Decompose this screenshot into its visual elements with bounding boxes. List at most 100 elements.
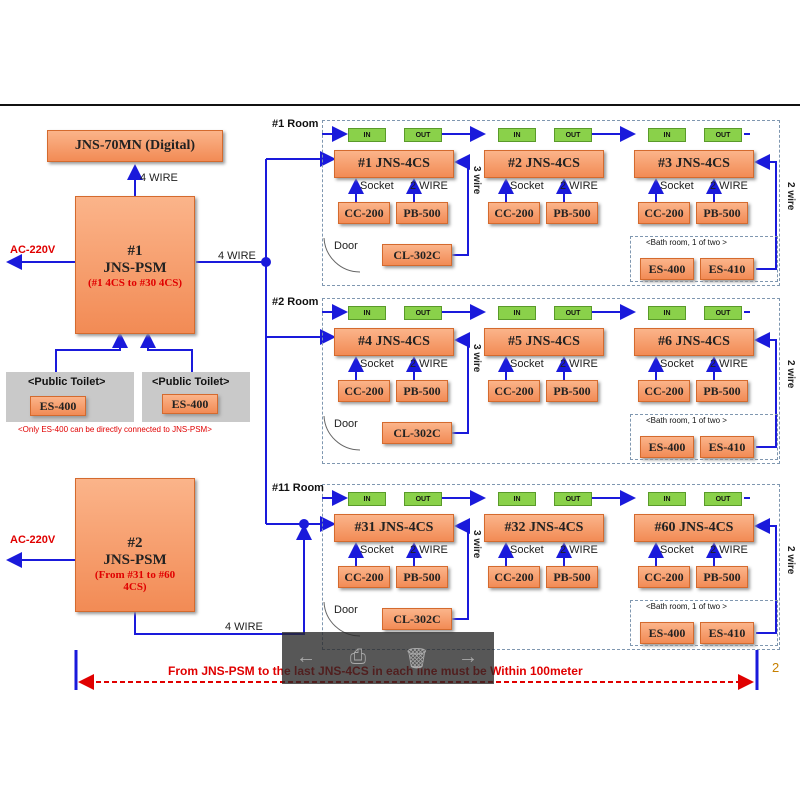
three-wire-label-2: 3 wire (471, 530, 482, 559)
socket-label-2-2: Socket (660, 544, 694, 556)
cl-302c-0: CL-302C (382, 244, 452, 266)
bath-wire-1 (754, 332, 777, 448)
psm-2-range-line2: 4CS) (123, 581, 147, 593)
in-tag-2-2: IN (648, 492, 686, 506)
es-400-1: ES-400 (640, 436, 694, 458)
save-icon[interactable]: ⎙ (350, 646, 366, 668)
out-tag-1-0: OUT (404, 306, 442, 320)
psm-2-title: #2 (127, 535, 143, 551)
two-wire-label-2-1: 2 WIRE (560, 544, 598, 556)
es-400-2: ES-400 (640, 622, 694, 644)
two-wire-label-0-1: 2 WIRE (560, 180, 598, 192)
public-toilet-label-2: <Public Toilet> (152, 376, 230, 388)
room-frame-1 (322, 298, 780, 464)
es-400-0: ES-400 (640, 258, 694, 280)
in-tag-2-0: IN (348, 492, 386, 506)
bath-label-0: <Bath room, 1 of two > (646, 238, 727, 247)
three-wire-label-0: 3 wire (471, 166, 482, 195)
public-toilet-es400-2: ES-400 (162, 394, 218, 414)
pb-500-0-1: PB-500 (546, 202, 598, 224)
bath-wire-0 (754, 154, 777, 270)
ac-label-1: AC-220V (10, 244, 56, 256)
pb-500-2-0: PB-500 (396, 566, 448, 588)
public-toilet-note: <Only ES-400 can be directly connected t… (18, 425, 212, 434)
psm-1-title: #1 (127, 243, 143, 259)
trash-icon[interactable]: 🗑 (404, 648, 430, 670)
jns-4cs-2-0: #31 JNS-4CS (334, 514, 454, 542)
back-arrow-icon[interactable]: ← (296, 646, 316, 668)
cl-302c-1: CL-302C (382, 422, 452, 444)
out-tag-2-0: OUT (404, 492, 442, 506)
cc-200-0-2: CC-200 (638, 202, 690, 224)
es-410-1: ES-410 (700, 436, 754, 458)
two-wire-label-1-2: 2 WIRE (710, 358, 748, 370)
bath-wire-2 (754, 518, 777, 634)
four-wire-label-psm2: 4 WIRE (225, 621, 263, 633)
out-tag-0-0: OUT (404, 128, 442, 142)
public-toilet-label-1: <Public Toilet> (28, 376, 106, 388)
in-tag-2-1: IN (498, 492, 536, 506)
socket-label-1-2: Socket (660, 358, 694, 370)
bath-frame-0 (630, 236, 778, 282)
psm-2-range-line1: (From #31 to #60 (94, 569, 176, 581)
cc-200-1-0: CC-200 (338, 380, 390, 402)
psm-1-range: (#1 4CS to #30 4CS) (87, 277, 183, 289)
jns-4cs-1-1: #5 JNS-4CS (484, 328, 604, 356)
socket-label-1-0: Socket (360, 358, 394, 370)
out-tag-2-2: OUT (704, 492, 742, 506)
pb-500-1-2: PB-500 (696, 380, 748, 402)
psm-1-name: JNS-PSM (103, 260, 167, 276)
cl-302c-2: CL-302C (382, 608, 452, 630)
pb-500-0-2: PB-500 (696, 202, 748, 224)
cc-200-2-0: CC-200 (338, 566, 390, 588)
image-viewer-toolbar: ← ⎙ 🗑 → (282, 632, 494, 684)
room-label-1: #2 Room (272, 296, 319, 308)
es-410-2: ES-410 (700, 622, 754, 644)
out-tag-0-1: OUT (554, 128, 592, 142)
socket-label-0-0: Socket (360, 180, 394, 192)
two-wire-label-1-1: 2 WIRE (560, 358, 598, 370)
two-wire-label-0-0: 2 WIRE (410, 180, 448, 192)
ac-label-2: AC-220V (10, 534, 56, 546)
socket-label-0-2: Socket (660, 180, 694, 192)
two-wire-v-label-2: 2 wire (785, 546, 796, 575)
two-wire-label-0-2: 2 WIRE (710, 180, 748, 192)
door-label-2: Door (334, 604, 358, 616)
pb-500-0-0: PB-500 (396, 202, 448, 224)
four-wire-label-top: 4 WIRE (140, 172, 178, 184)
two-wire-v-label-1: 2 wire (785, 360, 796, 389)
two-wire-v-label-0: 2 wire (785, 182, 796, 211)
jns-4cs-0-1: #2 JNS-4CS (484, 150, 604, 178)
forward-arrow-icon[interactable]: → (458, 646, 478, 668)
jns-4cs-0-0: #1 JNS-4CS (334, 150, 454, 178)
in-tag-1-0: IN (348, 306, 386, 320)
room-label-0: #1 Room (272, 118, 319, 130)
bath-label-2: <Bath room, 1 of two > (646, 602, 727, 611)
pb-500-2-1: PB-500 (546, 566, 598, 588)
room-frame-0 (322, 120, 780, 286)
in-tag-1-1: IN (498, 306, 536, 320)
es-410-0: ES-410 (700, 258, 754, 280)
door-label-0: Door (334, 240, 358, 252)
door-arc-0 (323, 237, 361, 273)
pb-500-2-2: PB-500 (696, 566, 748, 588)
four-wire-label-psm1: 4 WIRE (218, 250, 256, 262)
in-tag-0-1: IN (498, 128, 536, 142)
cl-wire-2 (452, 518, 470, 620)
in-tag-1-2: IN (648, 306, 686, 320)
cc-200-2-1: CC-200 (488, 566, 540, 588)
three-wire-label-1: 3 wire (471, 344, 482, 373)
cc-200-0-1: CC-200 (488, 202, 540, 224)
jns-4cs-2-1: #32 JNS-4CS (484, 514, 604, 542)
bath-frame-2 (630, 600, 778, 646)
jns-4cs-1-0: #4 JNS-4CS (334, 328, 454, 356)
socket-label-2-0: Socket (360, 544, 394, 556)
jns-4cs-0-2: #3 JNS-4CS (634, 150, 754, 178)
bath-frame-1 (630, 414, 778, 460)
socket-label-0-1: Socket (510, 180, 544, 192)
cc-200-1-1: CC-200 (488, 380, 540, 402)
slide-top-border (0, 104, 800, 106)
public-toilet-es400-1: ES-400 (30, 396, 86, 416)
